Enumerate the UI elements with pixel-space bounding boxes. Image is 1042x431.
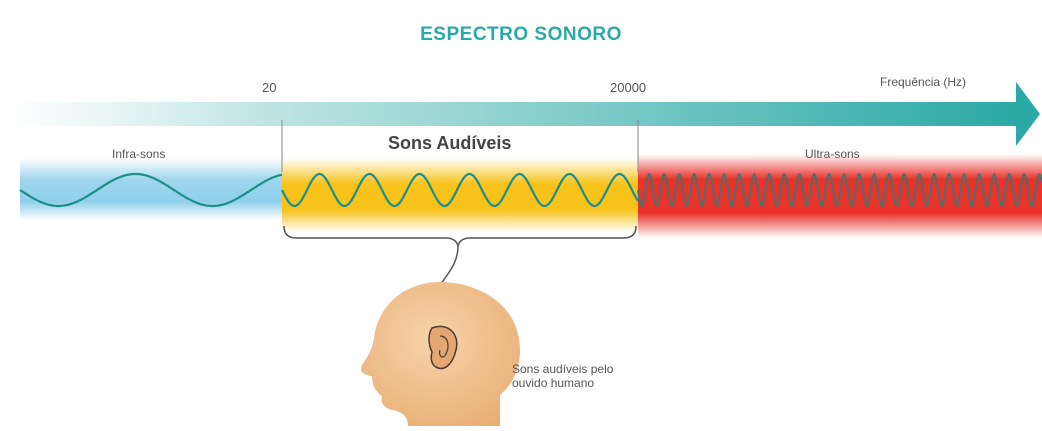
ear-icon <box>428 325 458 370</box>
audible-wave <box>281 172 639 208</box>
diagram-title: ESPECTRO SONORO <box>420 24 622 45</box>
infra-wave <box>19 172 283 208</box>
audible-label: Sons Audíveis <box>388 133 512 153</box>
caption: Sons audíveis pelo ouvido humano <box>512 362 672 390</box>
ultra-wave <box>637 172 1042 208</box>
tick-label-low: 20 <box>262 80 277 95</box>
tick-label-high: 20000 <box>610 80 647 95</box>
audible-band <box>282 158 638 232</box>
infra-label: Infra-sons <box>112 147 166 161</box>
caption-line-1: Sons audíveis pelo <box>512 362 614 376</box>
arrow-icon <box>10 82 1040 146</box>
infra-band <box>20 158 282 220</box>
axis-label: Frequência (Hz) <box>880 75 967 89</box>
ultra-label: Ultra-sons <box>805 147 860 161</box>
caption-line-2: ouvido humano <box>512 376 595 390</box>
